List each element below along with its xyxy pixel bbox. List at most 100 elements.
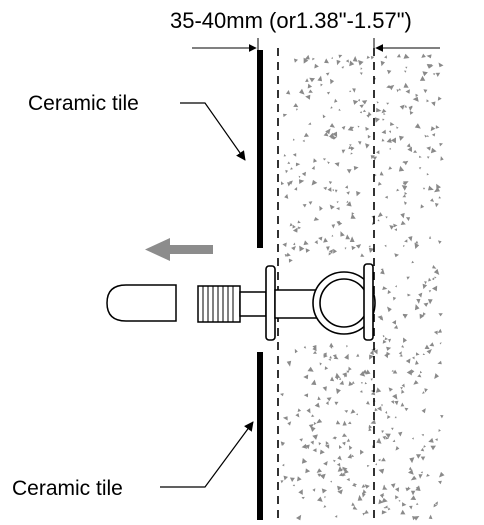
concrete-speckle bbox=[436, 183, 441, 190]
concrete-speckle bbox=[403, 245, 406, 247]
concrete-speckle bbox=[350, 152, 353, 155]
concrete-speckle bbox=[368, 424, 373, 429]
concrete-speckle bbox=[334, 98, 338, 103]
concrete-speckle bbox=[308, 424, 314, 429]
concrete-speckle bbox=[370, 391, 376, 396]
concrete-speckle bbox=[438, 429, 441, 432]
concrete-speckle bbox=[311, 379, 317, 385]
concrete-speckle bbox=[381, 138, 385, 142]
concrete-speckle bbox=[344, 410, 348, 413]
concrete-speckle bbox=[303, 240, 309, 246]
concrete-speckle bbox=[333, 355, 339, 360]
concrete-speckle bbox=[416, 454, 422, 459]
concrete-speckle bbox=[385, 410, 388, 414]
concrete-speckle bbox=[427, 63, 434, 69]
concrete-speckle bbox=[434, 373, 439, 379]
concrete-speckle bbox=[433, 503, 438, 508]
concrete-speckle bbox=[422, 187, 426, 190]
concrete-speckle bbox=[333, 136, 337, 140]
concrete-speckle bbox=[287, 182, 292, 187]
concrete-speckle bbox=[380, 404, 383, 407]
concrete-speckle bbox=[325, 128, 331, 135]
concrete-speckle bbox=[382, 118, 385, 121]
concrete-speckle bbox=[421, 391, 425, 394]
concrete-speckle bbox=[365, 126, 370, 131]
concrete-speckle bbox=[439, 471, 445, 478]
concrete-speckle bbox=[324, 58, 329, 64]
concrete-speckle bbox=[335, 372, 341, 378]
concrete-speckle bbox=[329, 204, 335, 210]
concrete-speckle bbox=[437, 328, 442, 333]
concrete-speckle bbox=[398, 431, 403, 437]
concrete-speckle bbox=[395, 487, 400, 492]
concrete-speckle bbox=[338, 221, 343, 226]
concrete-speckle bbox=[380, 268, 384, 272]
concrete-speckle bbox=[350, 213, 356, 219]
concrete-speckle bbox=[329, 135, 334, 140]
concrete-speckle bbox=[362, 489, 367, 494]
concrete-speckle bbox=[419, 313, 425, 319]
concrete-speckle bbox=[400, 212, 405, 219]
concrete-speckle bbox=[318, 442, 322, 446]
concrete-speckle bbox=[339, 445, 342, 449]
concrete-speckle bbox=[423, 89, 428, 94]
concrete-speckle bbox=[334, 162, 340, 167]
concrete-speckle bbox=[401, 345, 405, 348]
concrete-speckle bbox=[342, 466, 348, 472]
concrete-speckle bbox=[359, 371, 366, 377]
concrete-speckle bbox=[342, 433, 348, 437]
concrete-speckle bbox=[351, 454, 354, 457]
concrete-speckle bbox=[396, 53, 401, 58]
concrete-speckle bbox=[320, 83, 323, 87]
concrete-speckle bbox=[432, 285, 438, 292]
concrete-speckle bbox=[360, 67, 363, 70]
concrete-speckle bbox=[428, 437, 434, 443]
concrete-speckle bbox=[322, 386, 327, 392]
concrete-speckle bbox=[323, 461, 328, 466]
concrete-speckle bbox=[410, 490, 416, 496]
concrete-speckle bbox=[293, 103, 299, 108]
concrete-speckle bbox=[367, 111, 372, 117]
concrete-speckle bbox=[363, 109, 367, 112]
concrete-speckle bbox=[434, 187, 440, 193]
concrete-speckle bbox=[370, 419, 376, 424]
concrete-speckle bbox=[431, 277, 435, 281]
concrete-speckle bbox=[305, 248, 311, 253]
concrete-speckle bbox=[426, 349, 432, 354]
concrete-speckle bbox=[391, 427, 394, 431]
concrete-speckle bbox=[421, 408, 426, 414]
concrete-speckle bbox=[345, 59, 349, 63]
concrete-speckle bbox=[413, 516, 420, 521]
concrete-speckle bbox=[389, 147, 392, 150]
concrete-speckle bbox=[318, 236, 323, 241]
concrete-speckle bbox=[284, 194, 289, 199]
concrete-speckle bbox=[297, 220, 301, 224]
concrete-speckle bbox=[364, 382, 368, 385]
concrete-speckle bbox=[426, 173, 429, 176]
concrete-speckle bbox=[348, 145, 352, 150]
concrete-speckle bbox=[404, 105, 407, 108]
concrete-speckle bbox=[327, 187, 332, 192]
concrete-speckle bbox=[291, 246, 296, 251]
concrete-speckle bbox=[370, 56, 375, 60]
concrete-speckle bbox=[435, 501, 438, 506]
concrete-speckle bbox=[428, 185, 434, 191]
concrete-speckle bbox=[415, 352, 420, 356]
concrete-speckle bbox=[317, 396, 321, 400]
concrete-speckle bbox=[289, 477, 295, 482]
concrete-speckle bbox=[305, 94, 311, 100]
concrete-speckle bbox=[346, 169, 352, 174]
concrete-speckle bbox=[285, 90, 291, 95]
concrete-speckle bbox=[422, 312, 426, 316]
concrete-speckle bbox=[376, 107, 382, 113]
concrete-speckle bbox=[355, 244, 362, 249]
concrete-speckle bbox=[304, 54, 310, 60]
concrete-speckle bbox=[316, 468, 322, 473]
concrete-speckle bbox=[338, 377, 342, 380]
concrete-speckle bbox=[385, 216, 388, 219]
concrete-speckle bbox=[342, 420, 347, 426]
concrete-speckle bbox=[417, 374, 422, 378]
concrete-speckle bbox=[321, 488, 327, 494]
concrete-speckle bbox=[419, 75, 426, 81]
concrete-speckle bbox=[383, 484, 386, 487]
